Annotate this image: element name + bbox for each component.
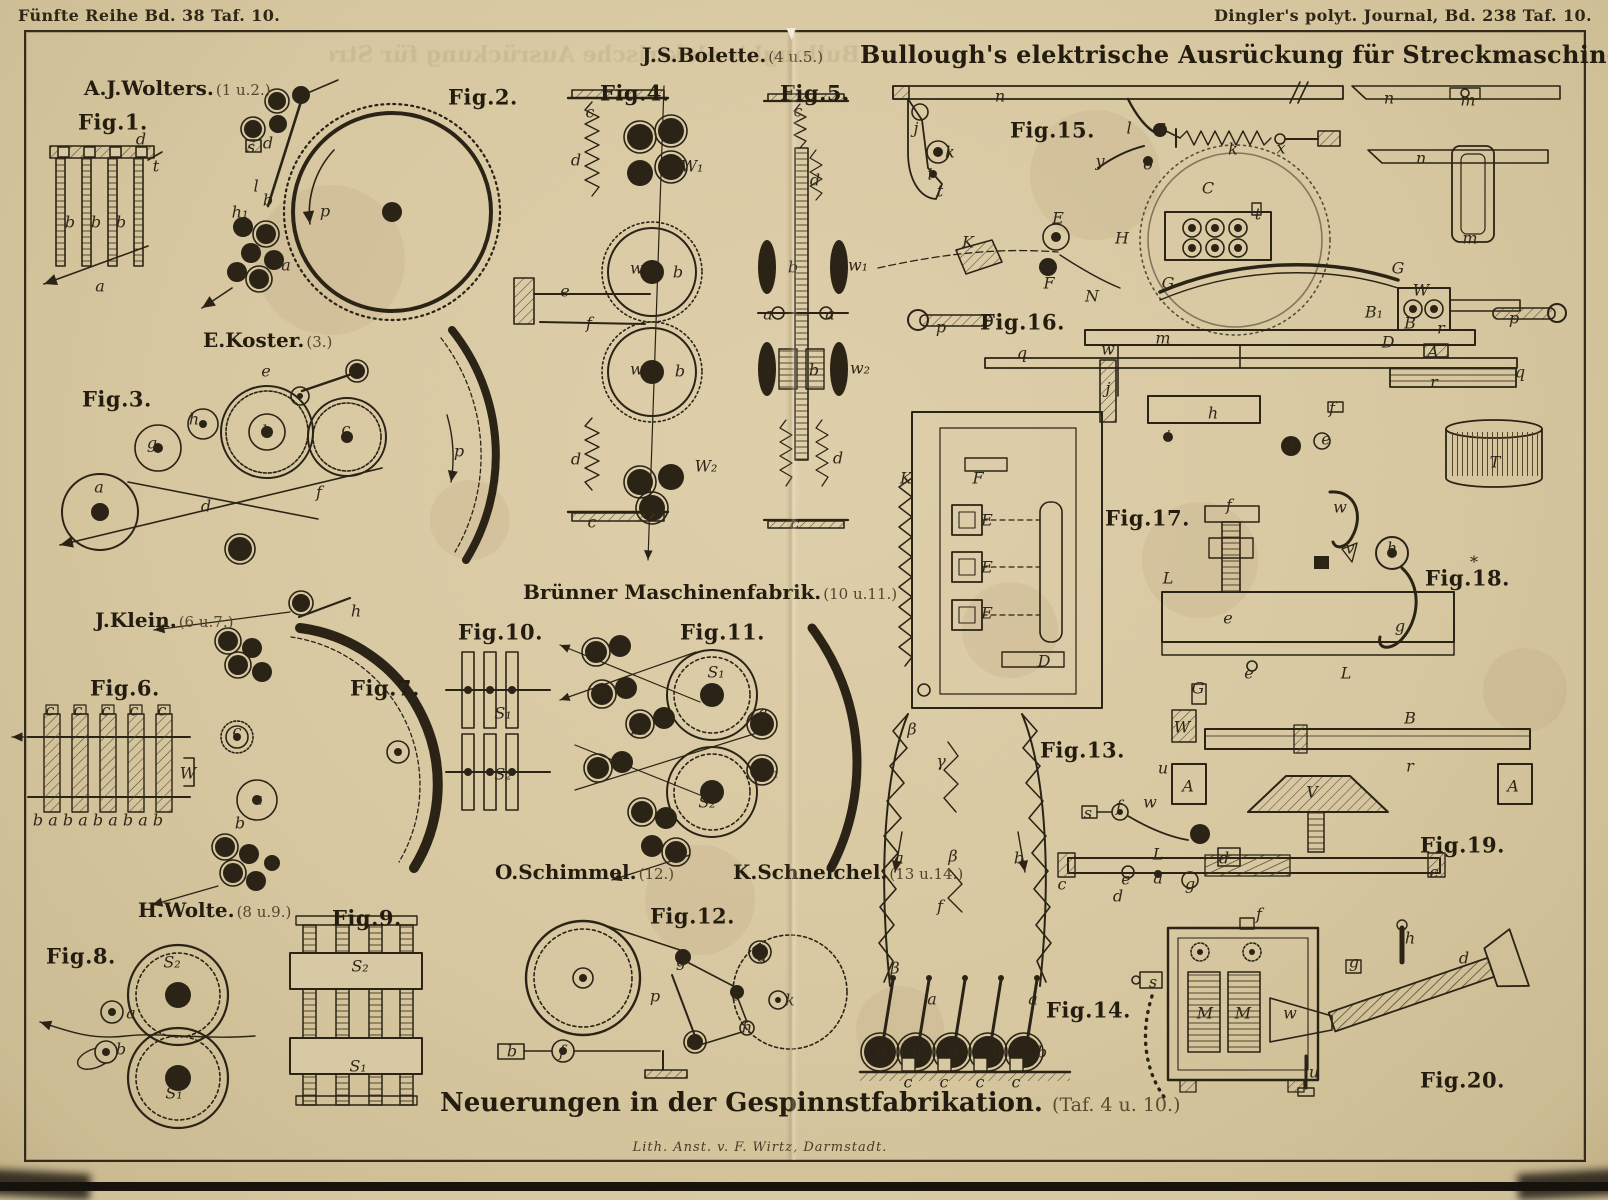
plate-footer-text: Neuerungen in der Gespinnstfabrikation. bbox=[440, 1088, 1043, 1118]
plate-title: Bullough's elektrische Ausrückung für St… bbox=[860, 40, 1608, 69]
fig-11-drawing bbox=[559, 623, 862, 882]
plate-footer-ref: (Taf. 4 u. 10.) bbox=[1052, 1094, 1181, 1116]
lithographer-imprint: Lith. Anst. v. F. Wirtz, Darmstadt. bbox=[632, 1140, 888, 1155]
margin-note-right: Dingler's polyt. Journal, Bd. 238 Taf. 1… bbox=[1214, 6, 1592, 25]
fig-5-drawing bbox=[757, 93, 850, 529]
fig-3-drawing bbox=[59, 326, 500, 565]
plate-border-frame bbox=[24, 30, 1586, 1162]
plate-title-text: Bullough's elektrische Ausrückung für St… bbox=[860, 40, 1608, 69]
fig-2-drawing bbox=[201, 79, 502, 322]
fig-14-drawing bbox=[858, 975, 1072, 1081]
fig-6-drawing bbox=[11, 704, 195, 813]
plate-footer: Neuerungen in der Gespinnstfabrikation. … bbox=[440, 1088, 1180, 1118]
fig-1-drawing bbox=[43, 145, 163, 285]
fig-10-drawing bbox=[445, 651, 551, 811]
margin-note-left: Fünfte Reihe Bd. 38 Taf. 10. bbox=[18, 6, 281, 25]
fig-20-drawing bbox=[1131, 917, 1530, 1104]
fig-8-drawing bbox=[39, 943, 256, 1130]
fig-19-drawing bbox=[1057, 683, 1533, 889]
fig-13-drawing bbox=[878, 713, 1052, 987]
fig-17-drawing bbox=[898, 411, 1103, 709]
fig-9-drawing bbox=[289, 915, 423, 1106]
fig-7-drawing bbox=[151, 590, 443, 907]
fig-16-drawing bbox=[877, 144, 1567, 488]
fig-4-drawing bbox=[513, 85, 703, 561]
fig-18-drawing bbox=[1161, 490, 1455, 672]
fig-12-drawing bbox=[497, 919, 848, 1079]
fig-15-drawing bbox=[892, 81, 1561, 243]
